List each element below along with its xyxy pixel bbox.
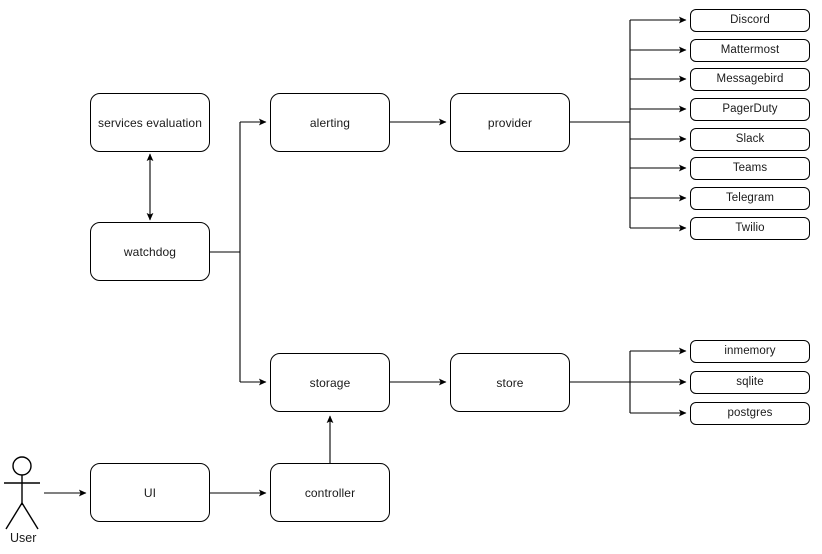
node-controller[interactable]: controller — [270, 463, 390, 522]
node-watchdog[interactable]: watchdog — [90, 222, 210, 281]
provider-item-teams[interactable]: Teams — [690, 157, 810, 180]
node-storage[interactable]: storage — [270, 353, 390, 412]
store-item-sqlite[interactable]: sqlite — [690, 371, 810, 394]
user-actor-label: User — [10, 531, 37, 545]
provider-item-slack[interactable]: Slack — [690, 128, 810, 151]
node-services-evaluation[interactable]: services evaluation — [90, 93, 210, 152]
node-alerting[interactable]: alerting — [270, 93, 390, 152]
store-item-postgres[interactable]: postgres — [690, 402, 810, 425]
node-provider[interactable]: provider — [450, 93, 570, 152]
provider-item-discord[interactable]: Discord — [690, 9, 810, 32]
store-item-inmemory[interactable]: inmemory — [690, 340, 810, 363]
node-ui[interactable]: UI — [90, 463, 210, 522]
provider-item-pagerduty[interactable]: PagerDuty — [690, 98, 810, 121]
user-actor-figure — [4, 456, 40, 530]
provider-item-messagebird[interactable]: Messagebird — [690, 68, 810, 91]
provider-item-mattermost[interactable]: Mattermost — [690, 39, 810, 62]
node-store[interactable]: store — [450, 353, 570, 412]
provider-item-telegram[interactable]: Telegram — [690, 187, 810, 210]
provider-item-twilio[interactable]: Twilio — [690, 217, 810, 240]
